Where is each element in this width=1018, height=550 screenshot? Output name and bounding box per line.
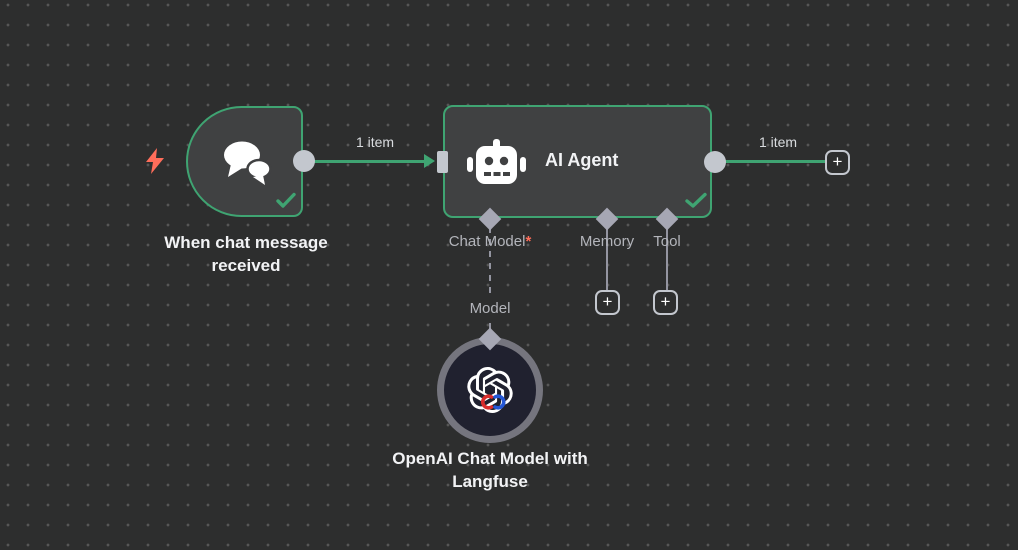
wire-tool[interactable] <box>666 227 668 290</box>
agent-output-port[interactable] <box>704 151 726 173</box>
plus-icon: + <box>832 152 843 171</box>
trigger-node-label: When chat message received <box>164 233 328 275</box>
port-label-tool: Tool <box>653 233 681 250</box>
langfuse-overlay-icon <box>481 394 506 410</box>
add-next-node-button[interactable]: + <box>825 150 850 175</box>
wire-memory[interactable] <box>606 227 608 290</box>
agent-node-title: AI Agent <box>545 150 619 170</box>
wire-agent-output[interactable] <box>715 160 825 163</box>
chat-bubbles-icon <box>224 141 272 185</box>
robot-icon <box>467 139 526 184</box>
required-marker: * <box>525 233 532 250</box>
openai-logo-icon <box>467 367 513 414</box>
add-memory-button[interactable]: + <box>595 290 620 315</box>
wire-label-items: 1 item <box>758 134 798 150</box>
openai-node-label: OpenAI Chat Model with Langfuse <box>392 449 588 491</box>
success-check-icon <box>276 192 296 208</box>
plus-icon: + <box>602 292 613 311</box>
lightning-trigger-icon <box>146 148 164 174</box>
wire-trigger-to-agent[interactable] <box>304 160 424 163</box>
success-check-icon <box>685 192 707 208</box>
wire-label-items: 1 item <box>355 134 395 150</box>
port-label-memory: Memory <box>579 233 635 250</box>
trigger-output-port[interactable] <box>293 150 315 172</box>
add-tool-button[interactable]: + <box>653 290 678 315</box>
agent-input-port[interactable] <box>437 151 448 173</box>
node-openai-chat-model[interactable] <box>437 337 543 443</box>
wire-chat-model[interactable] <box>489 227 491 331</box>
wire-label-model: Model <box>460 299 520 318</box>
plus-icon: + <box>660 292 671 311</box>
port-label-text: Chat Model <box>448 233 526 250</box>
port-label-chat-model: Chat Model* <box>430 233 550 250</box>
wire-arrowhead-icon <box>424 154 435 168</box>
